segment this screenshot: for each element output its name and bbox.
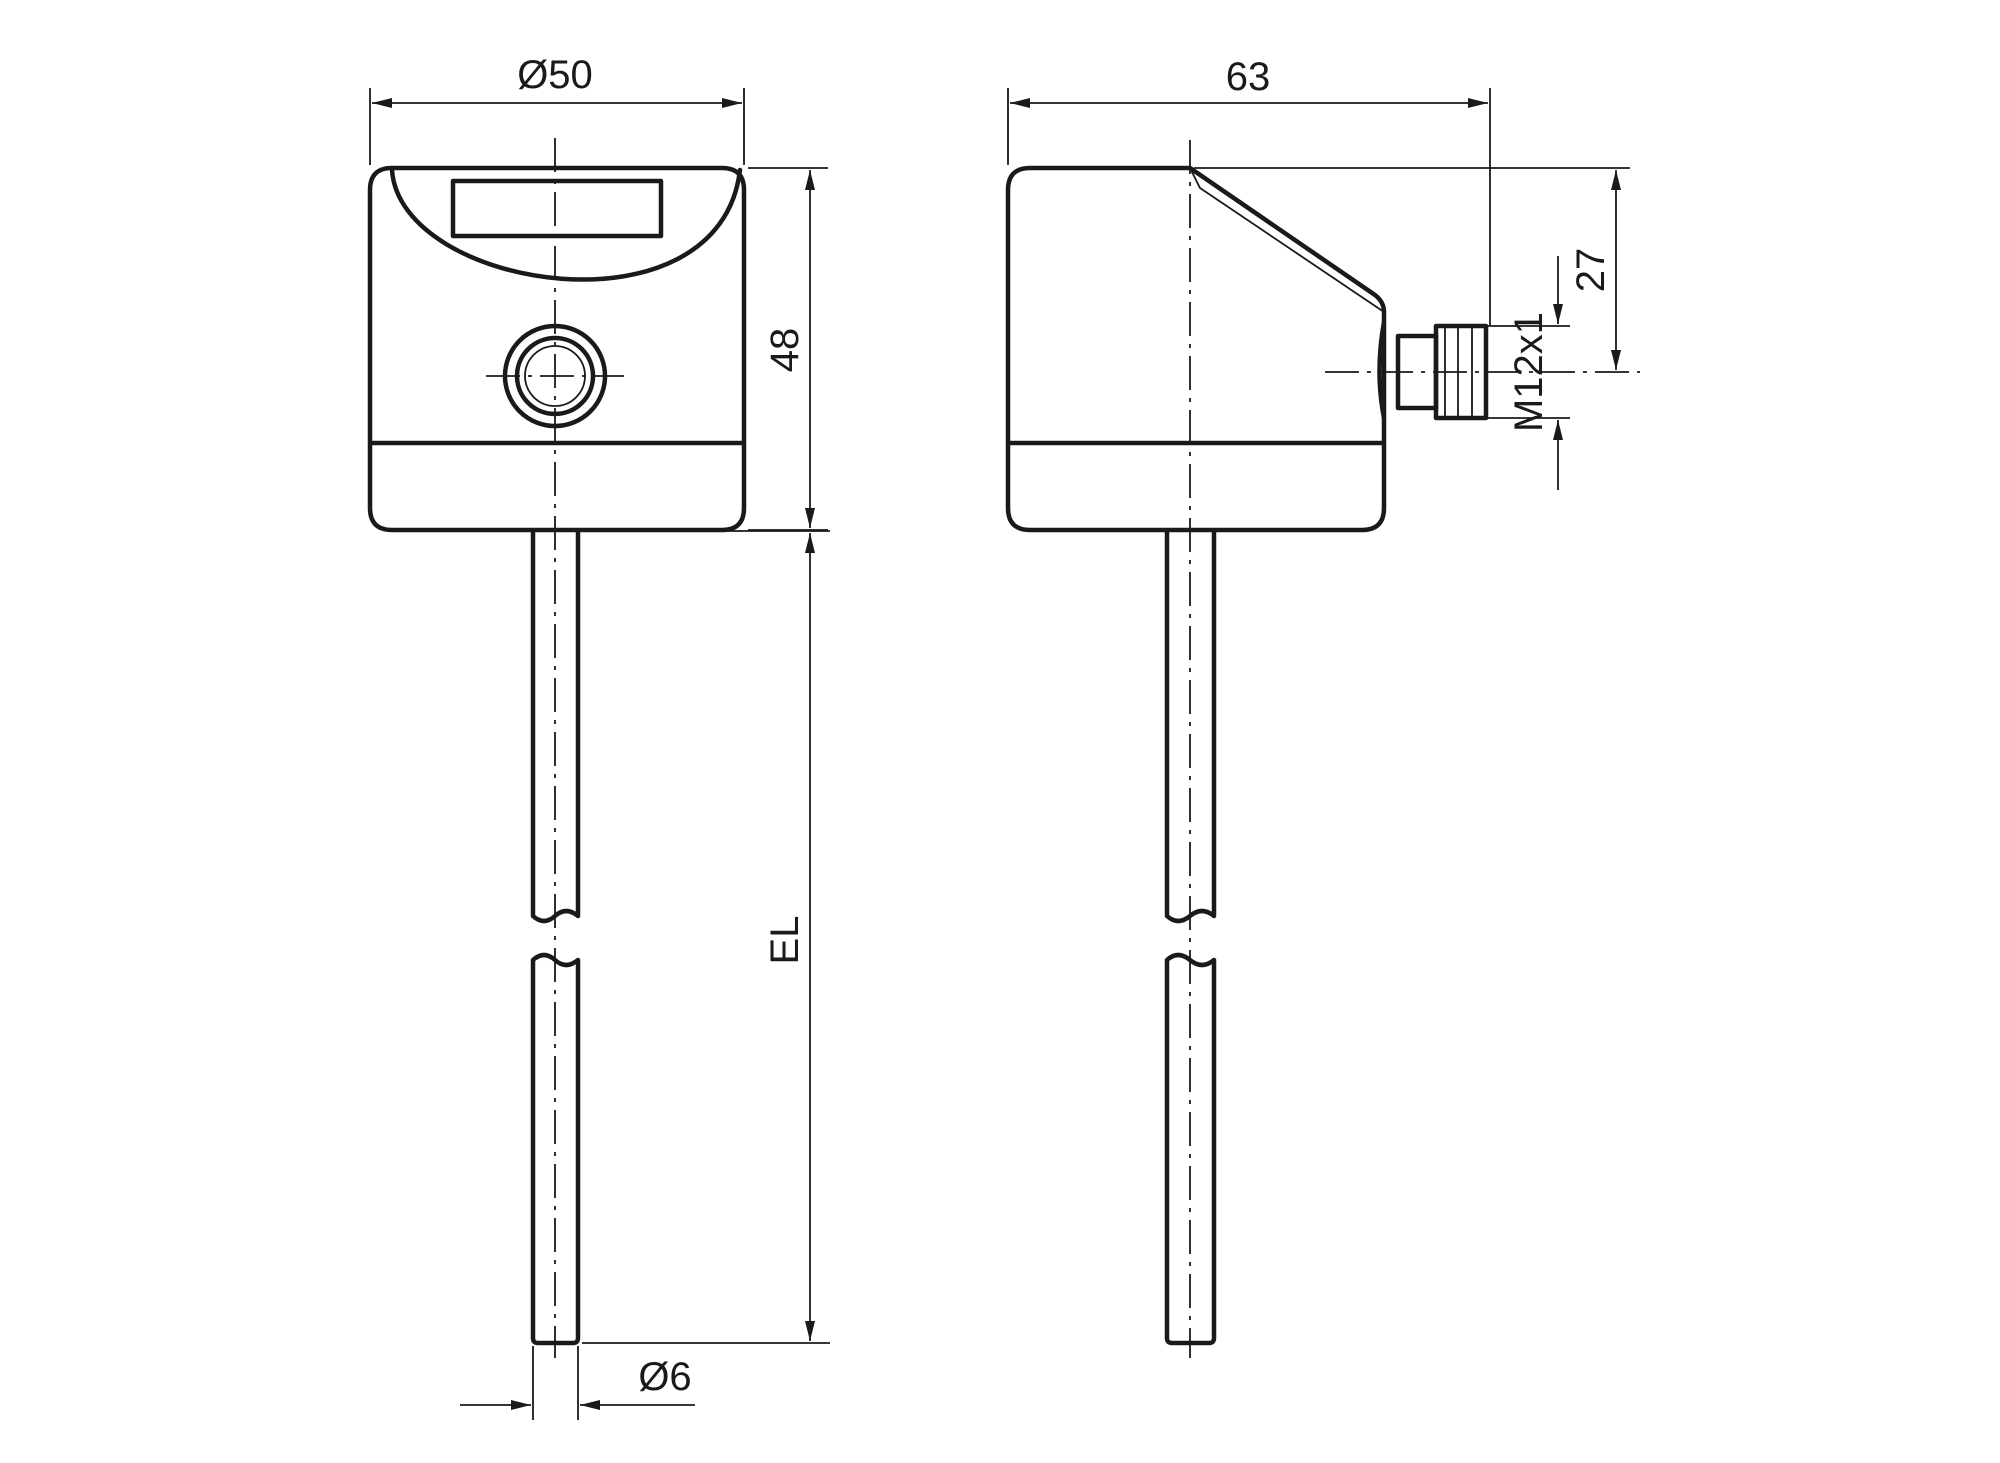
probe-length-label: EL <box>763 916 807 965</box>
connector-flange <box>1377 319 1387 421</box>
side-housing-outline <box>1005 165 1387 533</box>
probe-diameter-label: Ø6 <box>638 1355 691 1399</box>
dimension-probe-diameter: Ø6 <box>460 1346 695 1420</box>
front-probe-lower <box>530 952 581 1346</box>
connector-offset-label: 27 <box>1569 248 1613 293</box>
side-view <box>1005 140 1640 1358</box>
front-width-label: Ø50 <box>517 53 593 97</box>
dimension-connector-offset: 27 <box>1194 167 1630 370</box>
dimension-thread: M12x1 <box>1488 256 1570 490</box>
display-window <box>450 178 664 239</box>
dimension-probe-length: EL <box>582 530 830 1344</box>
thread-label: M12x1 <box>1507 312 1551 432</box>
side-probe-lower <box>1164 952 1217 1346</box>
front-housing-outline <box>367 165 747 533</box>
dimension-front-width: Ø50 <box>369 53 745 165</box>
height-label: 48 <box>763 328 807 373</box>
front-display-face <box>389 167 743 282</box>
dimension-height: 48 <box>748 167 828 531</box>
side-width-label: 63 <box>1226 55 1271 99</box>
side-top-bevel <box>1189 167 1385 313</box>
dimension-side-width: 63 <box>1007 55 1491 325</box>
front-view <box>367 138 747 1358</box>
